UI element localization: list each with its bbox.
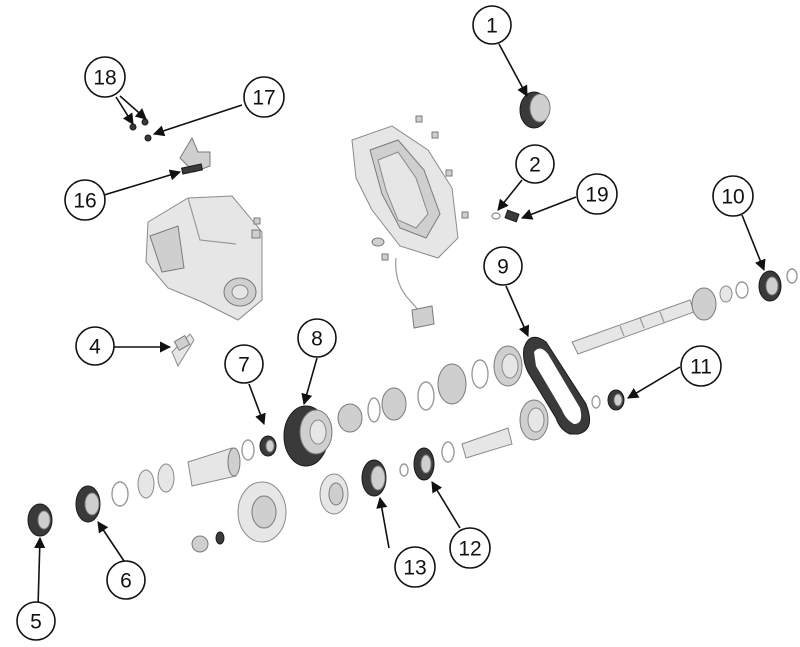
- callout-16: 16: [64, 179, 106, 221]
- output-shaft: [571, 299, 695, 355]
- rear-case-housing: [351, 115, 469, 261]
- callout-4: 4: [75, 326, 115, 366]
- leader-18b: [119, 95, 147, 120]
- callout-19-label: 19: [585, 184, 608, 207]
- leader-8: [301, 357, 318, 406]
- yoke-flange: [237, 473, 349, 543]
- callout-7-label: 7: [238, 354, 250, 377]
- planetary-assembly: [283, 405, 333, 467]
- leader-lines: [34, 43, 766, 608]
- leader-10: [741, 214, 766, 272]
- leader-11: [627, 366, 681, 399]
- bearing-7: [241, 435, 277, 461]
- leader-2: [497, 179, 523, 211]
- callout-12-label: 12: [458, 538, 481, 561]
- driven-sprocket: [519, 399, 549, 441]
- input-seal: [519, 91, 551, 129]
- sealant-tube: [171, 333, 195, 368]
- o-ring-and-sensor: [491, 209, 520, 223]
- leader-16: [103, 169, 182, 196]
- callout-18-label: 18: [93, 67, 116, 90]
- callout-8-label: 8: [311, 328, 323, 351]
- input-shaft: [187, 447, 241, 487]
- rear-output-bearings: [691, 268, 798, 321]
- mainshaft-gears: [337, 359, 489, 433]
- nut-and-washer: [191, 531, 225, 553]
- bearing-12: [399, 447, 435, 481]
- callout-10: 10: [712, 175, 754, 217]
- callout-12: 12: [449, 527, 491, 569]
- shift-fork: [179, 136, 211, 175]
- callout-9: 9: [483, 246, 523, 286]
- drive-chain: [523, 336, 591, 435]
- shift-lever: [395, 257, 435, 329]
- callout-19: 19: [576, 173, 618, 215]
- callout-5: 5: [16, 601, 56, 641]
- leader-7: [248, 383, 266, 426]
- callout-13-label: 13: [403, 557, 426, 580]
- leader-17: [152, 104, 243, 137]
- leader-12: [431, 481, 461, 529]
- callout-17: 17: [243, 76, 285, 118]
- shims-and-gaskets: [111, 463, 175, 507]
- front-case-housing: [145, 195, 263, 321]
- callout-8: 8: [297, 318, 337, 358]
- callout-13: 13: [394, 546, 436, 588]
- drive-sprocket: [493, 345, 523, 387]
- leader-9: [505, 285, 530, 338]
- seal-13: [361, 459, 387, 497]
- callout-11: 11: [680, 345, 722, 387]
- callout-2: 2: [515, 144, 555, 184]
- leader-5: [34, 536, 46, 608]
- leader-19: [520, 196, 577, 220]
- detent-pins: [129, 118, 152, 142]
- callout-6-label: 6: [120, 570, 132, 593]
- callout-1-label: 1: [486, 15, 498, 38]
- callout-5-label: 5: [30, 611, 42, 634]
- leader-6: [97, 521, 129, 568]
- leader-1: [498, 43, 528, 97]
- seal-5: [27, 503, 53, 537]
- parts-illustration: [27, 91, 798, 553]
- front-output-shaft: [441, 427, 513, 463]
- callout-2-label: 2: [529, 154, 541, 177]
- callout-17-label: 17: [252, 87, 275, 110]
- needle-bearing: [591, 389, 625, 411]
- callout-18: 18: [84, 56, 126, 98]
- callout-16-label: 16: [73, 190, 96, 213]
- callout-9-label: 9: [497, 256, 509, 279]
- leader-13: [376, 496, 390, 549]
- callout-10-label: 10: [721, 186, 744, 209]
- bearing-6: [75, 485, 101, 523]
- leader-18a: [115, 96, 134, 125]
- callout-6: 6: [106, 560, 146, 600]
- callout-1: 1: [472, 5, 512, 45]
- callout-7: 7: [224, 344, 264, 384]
- callout-11-label: 11: [690, 356, 712, 379]
- callout-4-label: 4: [89, 336, 101, 359]
